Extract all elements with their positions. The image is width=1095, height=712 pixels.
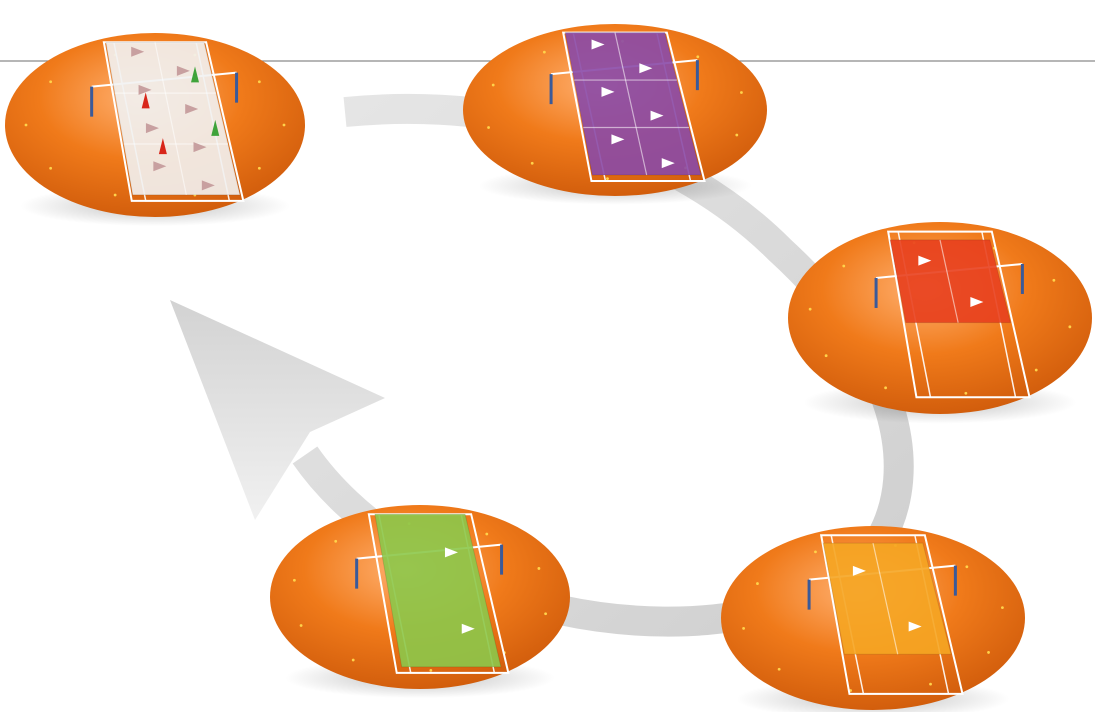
court-dot	[814, 550, 817, 554]
court-dot	[964, 391, 968, 395]
court-stage-yellow	[721, 526, 1025, 712]
training-cone	[158, 138, 167, 155]
training-cone	[141, 92, 150, 109]
court-inner-lines	[897, 230, 1017, 398]
court-stage-red	[788, 222, 1092, 424]
court-dot	[842, 264, 846, 268]
court-zone-red	[889, 239, 1012, 324]
direction-arrow	[591, 39, 605, 50]
zone-divider	[154, 42, 187, 196]
direction-arrow	[176, 65, 190, 76]
direction-arrow	[153, 161, 167, 172]
direction-arrow	[138, 84, 152, 95]
court-dot	[987, 651, 990, 654]
court-dot	[485, 532, 489, 536]
court-dot	[929, 682, 932, 686]
direction-arrow	[444, 547, 458, 558]
training-cone	[211, 119, 220, 136]
zone-divider	[614, 32, 648, 176]
direction-arrow	[611, 134, 625, 145]
direction-arrow	[918, 255, 932, 266]
court-dot	[542, 50, 546, 54]
direction-arrow	[852, 565, 866, 576]
direction-arrow	[201, 180, 215, 191]
court-dot	[257, 80, 261, 84]
court-stage-white	[5, 33, 305, 227]
direction-arrow	[185, 104, 199, 115]
direction-arrow	[908, 621, 922, 632]
court-dot	[49, 166, 53, 170]
court-zone-white	[105, 41, 241, 196]
court-dot	[756, 582, 759, 585]
zone-divider	[872, 543, 899, 655]
court-dot	[742, 626, 745, 630]
court-dot	[334, 539, 338, 543]
court-dot	[884, 386, 888, 390]
court-stage-green	[270, 505, 570, 699]
court-dot	[49, 80, 53, 84]
court-dot	[824, 354, 828, 358]
court-dot	[777, 667, 781, 671]
court-dot	[606, 177, 609, 181]
cycle-arrow-head	[170, 300, 385, 520]
direction-arrow	[461, 623, 475, 634]
direction-arrow	[601, 86, 615, 97]
court-dot	[696, 55, 700, 59]
zone-divider	[939, 239, 959, 323]
court-dot	[113, 193, 117, 197]
court-dot	[257, 166, 261, 170]
court-dot	[429, 668, 433, 672]
direction-arrow	[193, 142, 207, 153]
direction-arrow	[145, 123, 159, 134]
court-dot	[530, 161, 534, 165]
court-dot	[24, 123, 28, 127]
training-cone	[191, 66, 200, 83]
court-dot	[1052, 278, 1056, 282]
court-stages	[5, 24, 1092, 712]
direction-arrow	[970, 296, 984, 307]
court-dot	[299, 624, 303, 627]
court-dot	[735, 133, 739, 137]
court-dot	[740, 91, 743, 94]
court-dot	[808, 307, 812, 311]
direction-arrow	[650, 110, 664, 121]
court-dot	[351, 658, 355, 662]
court-dot	[1034, 368, 1038, 372]
court-stage-purple	[463, 24, 767, 205]
court-dot	[491, 83, 495, 87]
direction-arrow	[131, 46, 145, 57]
court-dot	[965, 565, 969, 569]
court-dot	[292, 578, 296, 582]
court-dot	[1001, 606, 1004, 610]
direction-arrow	[639, 63, 653, 74]
court-dot	[544, 612, 548, 616]
court-dot	[537, 567, 541, 570]
court-dot	[487, 126, 490, 129]
court-dot	[282, 123, 286, 127]
court-dot	[1068, 325, 1072, 329]
direction-arrow	[661, 158, 675, 169]
